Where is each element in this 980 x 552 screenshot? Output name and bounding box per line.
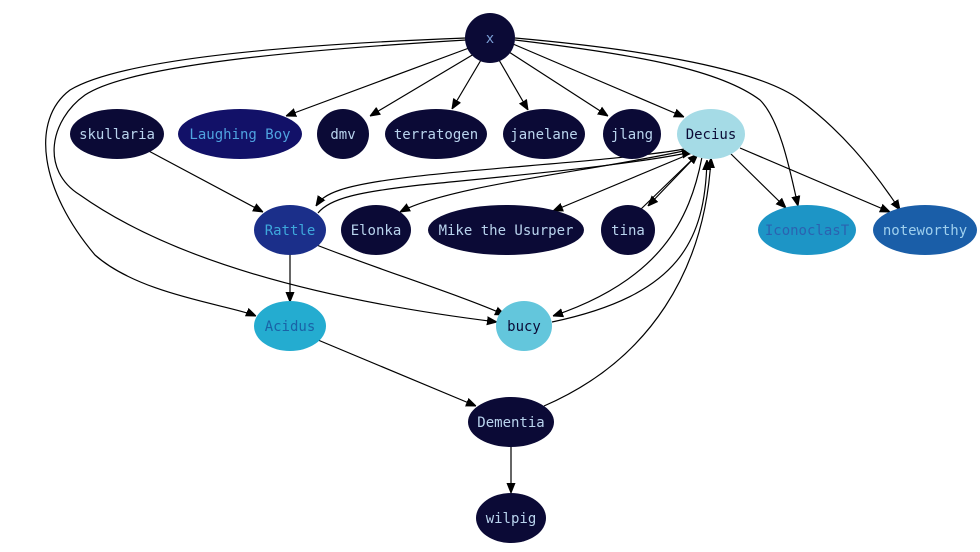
node-terratogen[interactable]: terratogen <box>385 109 487 159</box>
edge-x-decius <box>512 43 684 118</box>
node-bucy-label: bucy <box>507 319 541 335</box>
edge-x-iconoclast <box>514 39 798 206</box>
node-x-label: x <box>486 31 494 47</box>
node-skullaria-shape <box>70 109 164 159</box>
node-mike-the-usurper-label: Mike the Usurper <box>439 223 574 239</box>
node-dementia-label: Dementia <box>477 415 544 431</box>
node-jlang[interactable]: jlang <box>603 109 661 159</box>
node-noteworthy-shape <box>873 205 977 255</box>
node-acidus-shape <box>254 301 326 351</box>
node-jlang-shape <box>603 109 661 159</box>
edge-bucy-decius <box>551 160 707 323</box>
node-janelane-shape <box>503 109 585 159</box>
edge-rattle-bucy <box>313 243 505 316</box>
node-dementia-shape <box>468 397 554 447</box>
node-dementia[interactable]: Dementia <box>468 397 554 447</box>
node-jlang-label: jlang <box>611 127 653 143</box>
node-laughing-boy[interactable]: Laughing Boy <box>178 109 302 159</box>
node-x[interactable]: x <box>465 13 515 63</box>
node-dmv[interactable]: dmv <box>317 109 369 159</box>
nodes: x skullaria Laughing Boy dmv terratogen … <box>70 13 977 543</box>
edge-acidus-dementia <box>317 339 476 407</box>
edges <box>45 37 900 493</box>
node-wilpig-shape <box>476 493 546 543</box>
edge-x-laughing <box>286 47 470 116</box>
node-elonka[interactable]: Elonka <box>341 205 411 255</box>
edge-rattle-decius <box>317 152 692 214</box>
edge-decius-bucy <box>553 156 703 316</box>
node-acidus[interactable]: Acidus <box>254 301 326 351</box>
node-x-shape <box>465 13 515 63</box>
node-elonka-label: Elonka <box>351 223 402 239</box>
node-skullaria[interactable]: skullaria <box>70 109 164 159</box>
node-tina[interactable]: tina <box>601 205 655 255</box>
node-wilpig-label: wilpig <box>486 511 537 527</box>
edge-x-bucy <box>53 39 497 322</box>
node-noteworthy-label: noteworthy <box>883 223 967 239</box>
node-decius-shape <box>677 109 745 159</box>
node-rattle-shape <box>254 205 326 255</box>
node-laughing-boy-label: Laughing Boy <box>189 127 290 143</box>
edge-decius-mike <box>553 152 693 212</box>
edge-x-acidus <box>45 37 467 317</box>
node-skullaria-label: skullaria <box>79 127 155 143</box>
node-acidus-label: Acidus <box>265 319 316 335</box>
node-dmv-label: dmv <box>330 127 355 143</box>
edge-x-jlang <box>508 51 608 116</box>
edge-x-janelane <box>498 59 528 110</box>
edge-skullaria-rattle <box>144 148 263 212</box>
node-decius-label: Decius <box>686 127 737 143</box>
edge-decius-tina <box>648 155 697 206</box>
node-bucy[interactable]: bucy <box>496 301 552 351</box>
node-tina-label: tina <box>611 223 645 239</box>
node-dmv-shape <box>317 109 369 159</box>
edge-dementia-decius <box>543 158 711 407</box>
node-terratogen-label: terratogen <box>394 127 478 143</box>
edge-decius-rattle <box>316 147 691 206</box>
edge-x-terratogen <box>452 59 482 109</box>
edge-x-dmv <box>370 53 475 116</box>
node-iconoclast[interactable]: IconoclasT <box>758 205 856 255</box>
node-janelane[interactable]: janelane <box>503 109 585 159</box>
node-rattle[interactable]: Rattle <box>254 205 326 255</box>
node-iconoclast-shape <box>758 205 856 255</box>
node-decius[interactable]: Decius <box>677 109 745 159</box>
node-mike-the-usurper[interactable]: Mike the Usurper <box>428 205 584 255</box>
edge-decius-elonka <box>400 149 689 212</box>
edge-x-noteworthy <box>514 37 900 210</box>
node-iconoclast-label: IconoclasT <box>765 223 850 239</box>
node-wilpig[interactable]: wilpig <box>476 493 546 543</box>
node-bucy-shape <box>496 301 552 351</box>
node-laughing-boy-shape <box>178 109 302 159</box>
node-mike-the-usurper-shape <box>428 205 584 255</box>
node-elonka-shape <box>341 205 411 255</box>
node-janelane-label: janelane <box>510 127 577 143</box>
node-terratogen-shape <box>385 109 487 159</box>
edge-decius-iconoclast <box>729 152 786 208</box>
edge-decius-noteworthy <box>739 147 890 213</box>
node-tina-shape <box>601 205 655 255</box>
node-rattle-label: Rattle <box>265 223 316 239</box>
node-noteworthy[interactable]: noteworthy <box>873 205 977 255</box>
